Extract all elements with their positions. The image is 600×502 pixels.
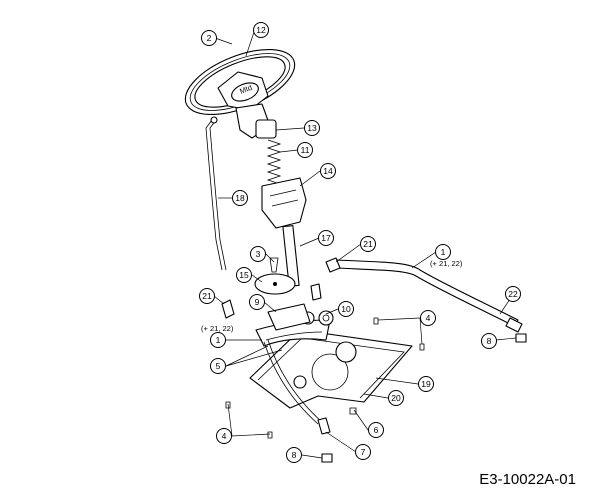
callout-7: 7 [355, 444, 371, 460]
svg-text:5: 5 [216, 361, 221, 371]
svg-text:17: 17 [321, 233, 331, 243]
steering-column [255, 119, 322, 301]
callout-12: 12 [253, 22, 269, 38]
callout-14: 14 [320, 163, 336, 179]
callout-2: 2 [201, 30, 217, 46]
steering-sector-gear [255, 303, 331, 347]
steering-rod [205, 116, 227, 271]
pinion-gear [318, 310, 334, 326]
svg-text:18: 18 [235, 193, 245, 203]
callout-5: 5 [210, 358, 226, 374]
svg-text:14: 14 [323, 166, 333, 176]
svg-text:1: 1 [216, 335, 221, 345]
figure-code: E3-10022A-01 [479, 471, 576, 488]
callout-13: 13 [304, 120, 320, 136]
callout-20: 20 [388, 390, 404, 406]
washer-and-screw [254, 257, 296, 295]
svg-text:6: 6 [374, 425, 379, 435]
svg-text:9: 9 [255, 297, 260, 307]
leader-lines [213, 31, 517, 459]
callout-21-left: 21 [199, 288, 215, 304]
callout-8-right: 8 [481, 333, 497, 349]
svg-text:15: 15 [239, 270, 249, 280]
svg-text:4: 4 [426, 313, 431, 323]
steering-wheel: Mtd [184, 48, 296, 139]
svg-text:21: 21 [202, 291, 212, 301]
svg-text:11: 11 [301, 145, 310, 155]
svg-text:10: 10 [341, 304, 351, 314]
callout-4-upper: 4 [420, 310, 436, 326]
callout-10: 10 [338, 301, 354, 317]
callout-21-upper: 21 [360, 236, 376, 252]
svg-text:8: 8 [292, 450, 297, 460]
callout-18: 18 [232, 190, 248, 206]
svg-text:12: 12 [256, 25, 266, 35]
callout-22: 22 [505, 286, 521, 302]
callout-1-upper: 1 [435, 244, 451, 260]
svg-text:22: 22 [508, 289, 518, 299]
left-linkage [221, 299, 331, 435]
svg-text:13: 13 [307, 123, 317, 133]
note-left: (+ 21, 22) [201, 324, 234, 333]
callout-15: 15 [236, 267, 252, 283]
svg-text:3: 3 [256, 249, 261, 259]
note-upper-right: (+ 21, 22) [430, 259, 463, 268]
hardware [225, 317, 527, 463]
callout-8-lower: 8 [286, 447, 302, 463]
callout-6: 6 [368, 422, 384, 438]
svg-text:Mtd: Mtd [238, 83, 253, 96]
column-spring [266, 139, 282, 185]
svg-text:4: 4 [222, 431, 227, 441]
svg-text:19: 19 [421, 379, 431, 389]
svg-text:1: 1 [441, 247, 446, 257]
svg-text:2: 2 [207, 33, 212, 43]
callout-17: 17 [318, 230, 334, 246]
svg-text:21: 21 [363, 239, 373, 249]
callout-4-lower: 4 [216, 428, 232, 444]
callout-1-left: 1 [210, 332, 226, 348]
svg-text:7: 7 [361, 447, 366, 457]
callout-19: 19 [418, 376, 434, 392]
callout-9: 9 [249, 294, 265, 310]
svg-text:20: 20 [391, 393, 401, 403]
callout-11: 11 [297, 142, 313, 158]
callout-3: 3 [250, 246, 266, 262]
svg-text:8: 8 [487, 336, 492, 346]
